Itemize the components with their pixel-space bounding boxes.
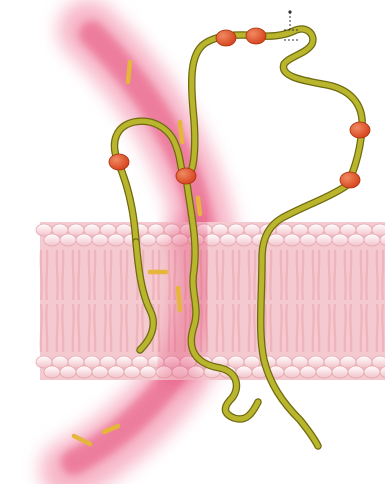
lipid-head (140, 234, 156, 246)
lipid-head (140, 366, 156, 378)
lipid-head (92, 234, 108, 246)
lipid-head (236, 234, 252, 246)
lipid-head (156, 234, 172, 246)
lipid-head (348, 366, 364, 378)
lipid-head (268, 234, 284, 246)
lipid-head (284, 234, 300, 246)
lipid-head (284, 366, 300, 378)
lipid-head (348, 234, 364, 246)
lipid-head (300, 366, 316, 378)
phosphorylation-bead (340, 172, 360, 188)
lipid-head (44, 234, 60, 246)
phosphorylation-bead (350, 122, 370, 138)
lipid-head (76, 234, 92, 246)
lipid-head (60, 366, 76, 378)
lipid-head (364, 234, 380, 246)
lipid-head (316, 234, 332, 246)
lipid-head (332, 234, 348, 246)
phosphorylation-bead (246, 28, 266, 44)
ion-particle (178, 288, 180, 310)
lipid-head (108, 234, 124, 246)
lipid-head (364, 366, 380, 378)
lipid-head (220, 234, 236, 246)
lipid-head (124, 366, 140, 378)
lipid-head (236, 366, 252, 378)
ion-particle (128, 62, 130, 82)
phosphorylation-bead (176, 168, 196, 184)
lipid-head (44, 366, 60, 378)
phosphorylation-bead (216, 30, 236, 46)
lipid-head (76, 366, 92, 378)
lipid-head (300, 234, 316, 246)
lipid-head (60, 234, 76, 246)
lipid-head (332, 366, 348, 378)
phosphorylation-bead (109, 154, 129, 170)
ion-particle (180, 122, 182, 142)
ion-particle (198, 198, 200, 214)
lipid-head (92, 366, 108, 378)
lipid-head (108, 366, 124, 378)
lipid-head (316, 366, 332, 378)
